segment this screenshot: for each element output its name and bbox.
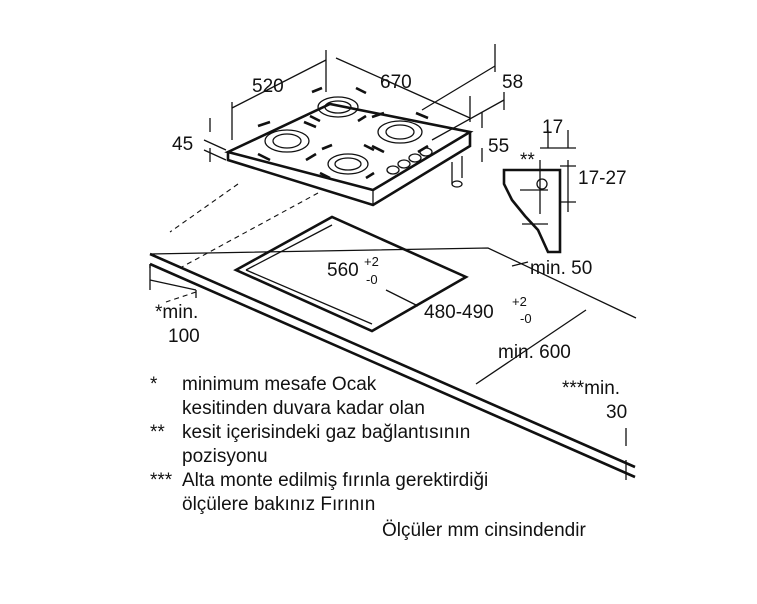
note-1-line1: minimum mesafe Ocak [182, 374, 377, 395]
dim-min-front: min. 50 [530, 258, 592, 279]
gas-marker: ** [520, 150, 535, 171]
dim-cutout-depth-plus: +2 [512, 294, 527, 309]
burner-front [319, 143, 375, 180]
note-marker-1: * [150, 374, 158, 395]
burner-left [257, 120, 317, 162]
dim-top-right: 58 [502, 72, 523, 93]
dim-cutout-width-plus: +2 [364, 254, 379, 269]
dim-width: 670 [380, 72, 412, 93]
countertop-cutout [233, 215, 469, 333]
note-marker-3: *** [150, 470, 173, 491]
dim-min-below-value: 30 [606, 402, 627, 423]
dim-min-wall-label: *min. [155, 302, 198, 323]
burner-back [309, 86, 367, 123]
dim-depth: 520 [252, 76, 284, 97]
note-3-line2: ölçülere bakınız Fırının [182, 494, 376, 515]
note-2-line2: pozisyonu [182, 446, 268, 467]
dim-cutout-width-minus: -0 [366, 272, 378, 287]
hob-appliance [224, 102, 474, 207]
dim-cutout-width: 560 [327, 260, 359, 281]
dimension-lines [149, 44, 627, 480]
dim-side-height: 55 [488, 136, 509, 157]
note-3-line1: Alta monte edilmiş fırınla gerektirdiği [182, 470, 489, 491]
dim-cutout-depth: 480-490 [424, 302, 494, 323]
projection-lines [165, 183, 319, 303]
dim-min-wall-value: 100 [168, 326, 200, 347]
dim-bracket-width: 17 [542, 117, 563, 138]
countertop [149, 247, 637, 479]
units-note: Ölçüler mm cinsindendir [382, 520, 586, 541]
dim-bracket-range: 17-27 [578, 168, 627, 189]
burner-right [371, 111, 429, 154]
side-profile [502, 130, 576, 254]
dim-height: 45 [172, 134, 193, 155]
dim-min-below-label: ***min. [562, 378, 620, 399]
note-marker-2: ** [150, 422, 165, 443]
note-1-line2: kesitinden duvara kadar olan [182, 398, 425, 419]
dim-min-depth: min. 600 [498, 342, 571, 363]
note-2-line1: kesit içerisindeki gaz bağlantısının [182, 422, 471, 443]
dim-cutout-depth-minus: -0 [520, 311, 532, 326]
